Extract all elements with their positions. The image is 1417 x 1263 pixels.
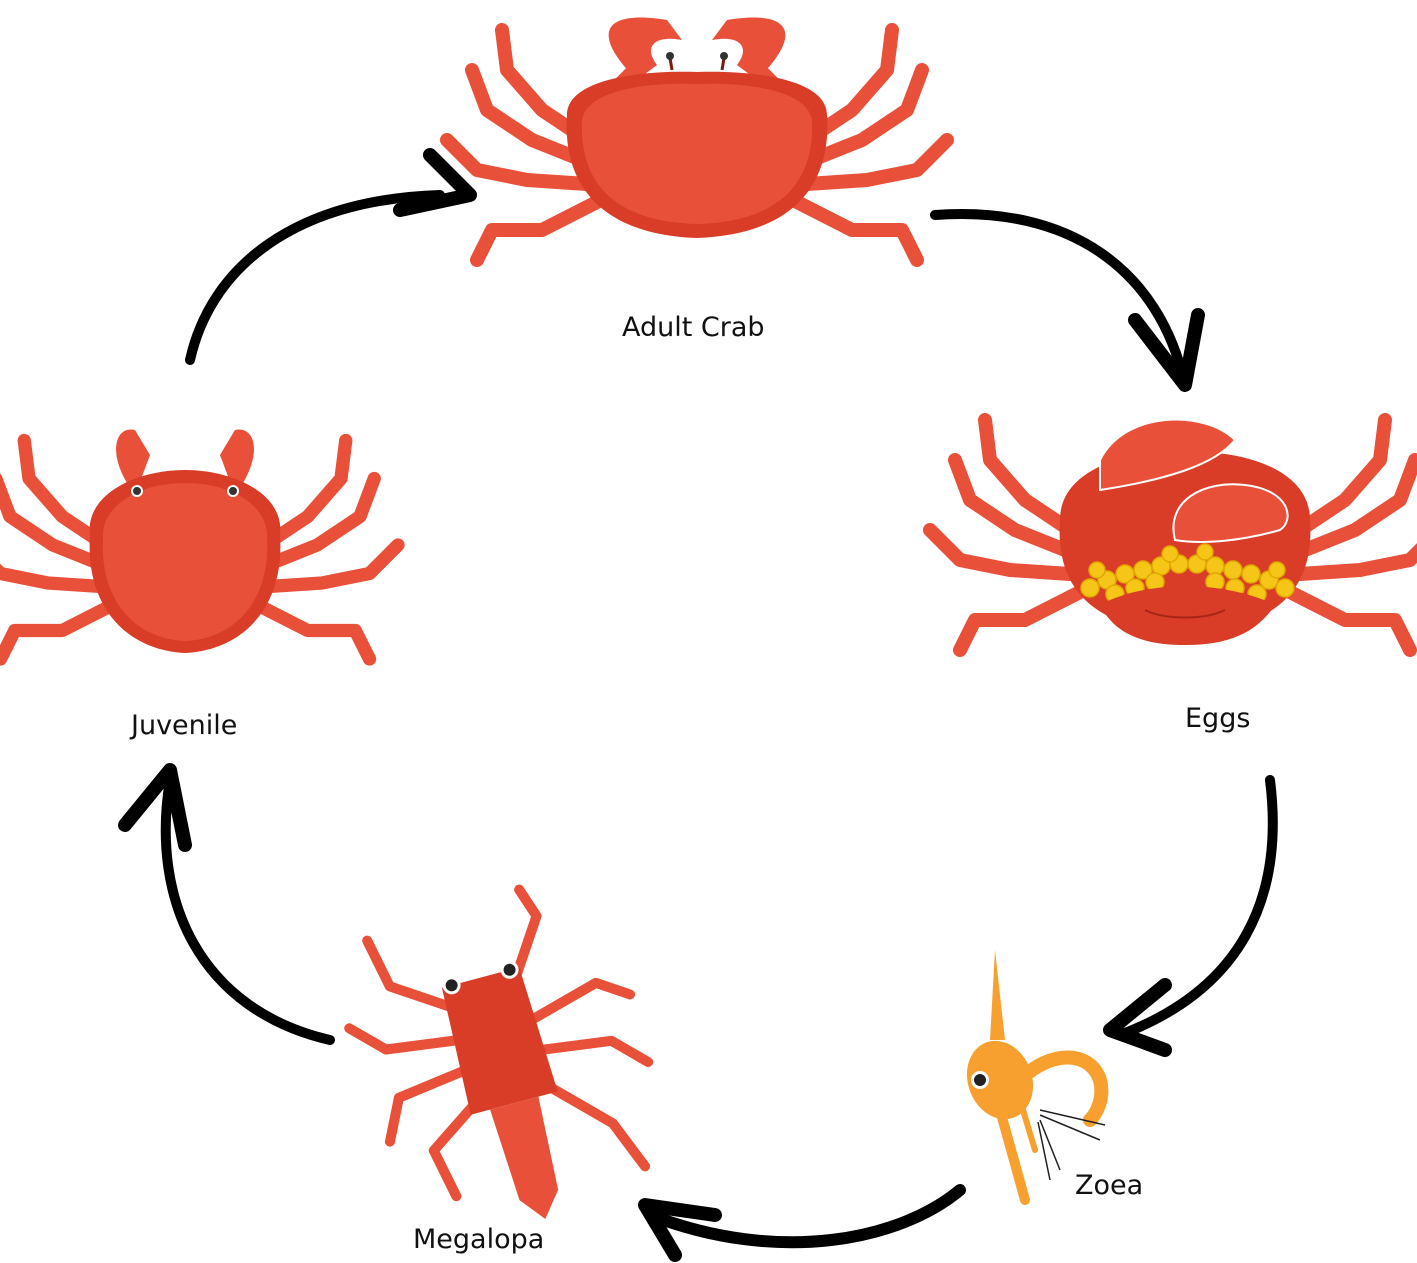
stage-label-adult: Adult Crab bbox=[622, 312, 765, 343]
juvenile-crab-icon bbox=[0, 429, 398, 659]
adult-crab-icon bbox=[447, 18, 947, 261]
stage-label-zoea: Zoea bbox=[1075, 1170, 1143, 1201]
zoea-larva-icon bbox=[956, 950, 1105, 1200]
egg-bearing-crab-icon bbox=[930, 420, 1417, 650]
stage-label-eggs: Eggs bbox=[1185, 703, 1250, 734]
megalopa-larva-icon bbox=[326, 869, 681, 1255]
stage-label-juvenile: Juvenile bbox=[131, 710, 237, 741]
stage-label-megalopa: Megalopa bbox=[413, 1224, 544, 1255]
